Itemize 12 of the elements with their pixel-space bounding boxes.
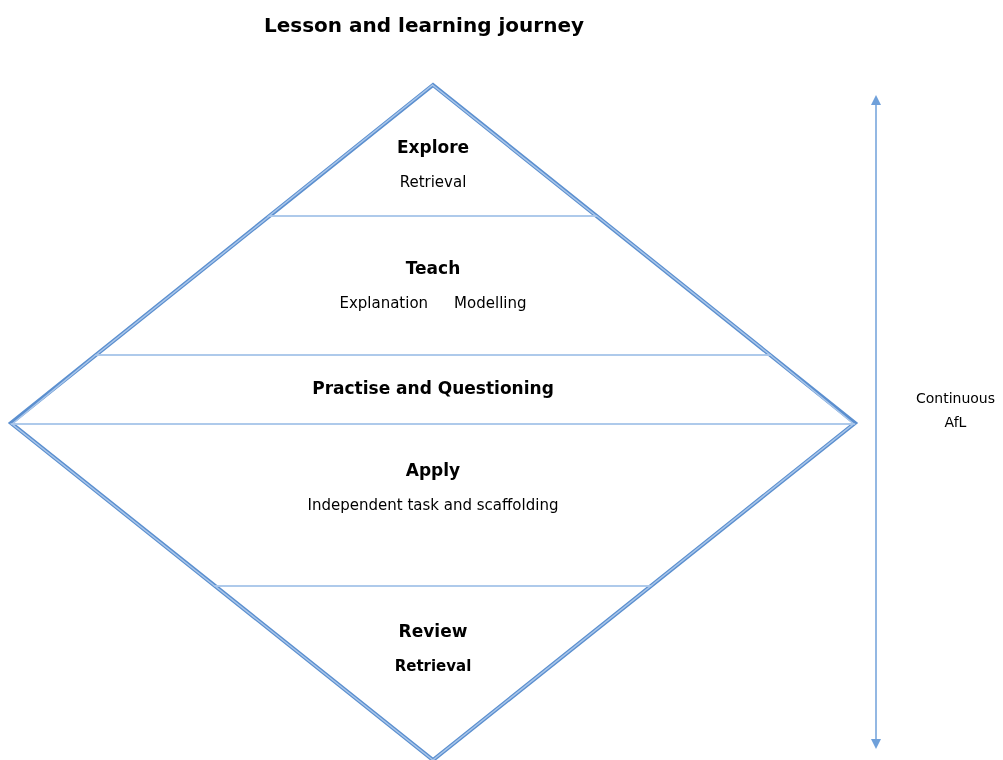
stage-heading: Review [398, 621, 468, 641]
stage-activity: Explanation [339, 294, 429, 312]
stage-heading: Apply [405, 460, 461, 480]
stage-activity: Modelling [454, 294, 527, 312]
stage-activity: Independent task and scaffolding [307, 496, 559, 514]
stage-heading: Teach [405, 258, 461, 278]
stage-heading: Practise and Questioning [312, 378, 554, 398]
stage-activity: Retrieval [394, 657, 472, 675]
side-note: Continuous AfL [914, 389, 997, 432]
diagram-title: Lesson and learning journey [263, 13, 585, 37]
stage-heading: Explore [396, 137, 470, 157]
stage-activity: Retrieval [399, 173, 467, 191]
